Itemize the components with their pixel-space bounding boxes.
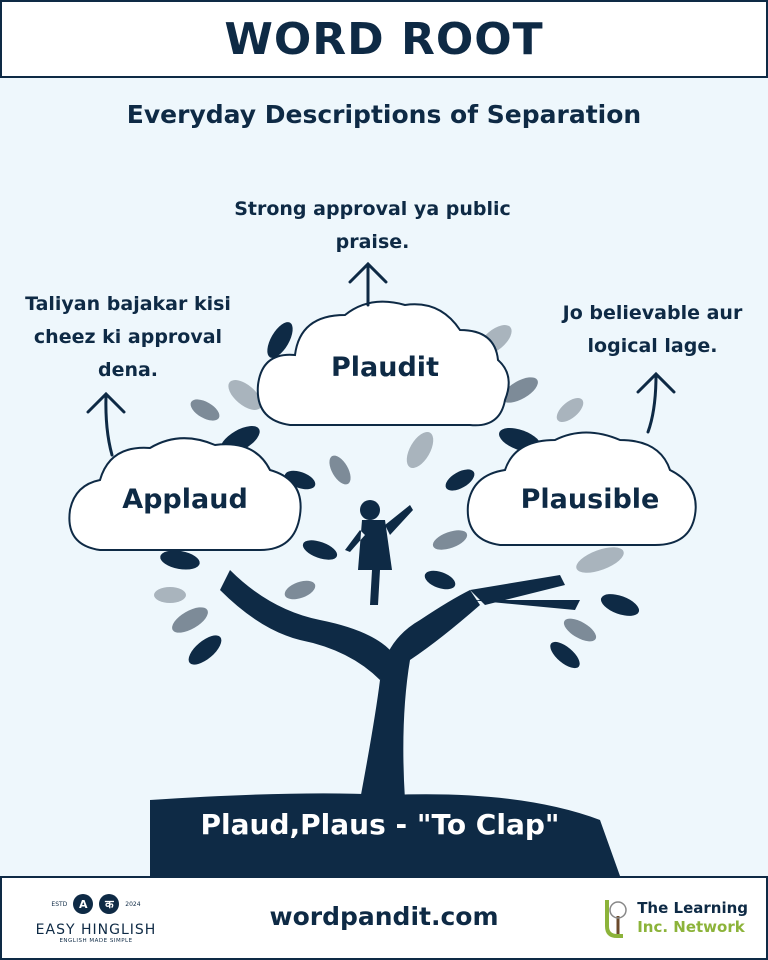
year-label: 2024 (125, 900, 141, 908)
logo-tagline: ENGLISH MADE SIMPLE (59, 938, 133, 944)
speech-bubble-a-icon: A (73, 894, 94, 914)
clouds (68, 300, 697, 551)
arrows (86, 261, 676, 457)
definition-applaud: Taliyan bajakar kisi cheez ki approval d… (25, 293, 231, 381)
logo-line2: Inc. Network (637, 918, 745, 936)
word-plaudit: Plaudit (331, 352, 439, 383)
ground (150, 793, 620, 876)
cloud-applaud (68, 437, 302, 551)
subtitle: Everyday Descriptions of Separation (126, 100, 642, 129)
page-title: WORD ROOT (224, 13, 544, 65)
estd-label: ESTD (51, 900, 68, 908)
arrow-plausible (636, 371, 676, 434)
site-link[interactable]: wordpandit.com (269, 902, 499, 931)
left-hand (220, 570, 390, 680)
arrow-plaudit (348, 261, 388, 307)
leaves (154, 322, 640, 669)
arrow-applaud (86, 391, 126, 457)
logo-name: EASY HINGLISH (35, 922, 157, 938)
footer: ESTD A क 2024 EASY HINGLISH ENGLISH MADE… (0, 876, 768, 960)
header: WORD ROOT (0, 0, 768, 78)
root-label: Plaud,Plaus - "To Clap" (200, 808, 560, 841)
word-applaud: Applaud (122, 484, 248, 515)
child-body (345, 505, 413, 605)
right-hand (470, 575, 580, 610)
logo-line1: The Learning (637, 899, 748, 917)
speech-bubble-ka-icon: क (99, 894, 120, 914)
trunk (360, 590, 480, 800)
cloud-plausible (466, 431, 697, 546)
definition-plausible: Jo believable aur logical lage. (562, 302, 743, 357)
definition-plaudit: Strong approval ya public praise. (234, 198, 511, 253)
child-head (360, 500, 380, 520)
word-plausible: Plausible (520, 484, 660, 515)
easy-hinglish-logo: ESTD A क 2024 EASY HINGLISH ENGLISH MADE… (26, 886, 166, 944)
cloud-plaudit (256, 300, 510, 427)
tree-logo-icon (605, 900, 627, 938)
